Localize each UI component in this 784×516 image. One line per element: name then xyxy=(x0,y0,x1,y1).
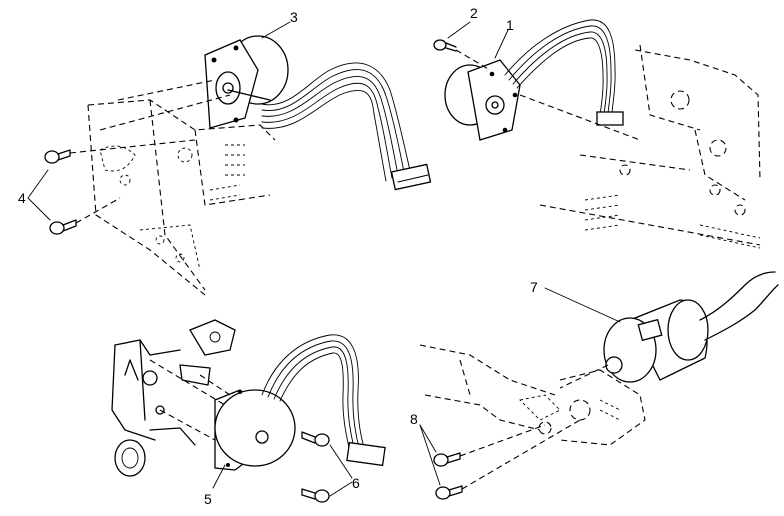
screw-4a xyxy=(44,149,71,164)
callout-4: 4 xyxy=(18,190,26,206)
upper-right-assembly: 2 1 xyxy=(433,5,761,249)
stepper-motor-5 xyxy=(214,389,296,471)
dc-motor-7 xyxy=(603,299,709,383)
upper-left-assembly: 4 3 xyxy=(18,9,432,296)
lead-wires-7 xyxy=(699,271,779,341)
callout-5: 5 xyxy=(204,491,212,507)
cable-harness-3 xyxy=(261,62,432,191)
cable-harness-1 xyxy=(504,19,624,126)
lower-right-frame xyxy=(419,344,646,446)
stepper-motor-3 xyxy=(204,35,289,129)
lower-right-assembly: 8 7 xyxy=(410,271,779,500)
screw-8a xyxy=(433,452,461,467)
screw-2 xyxy=(433,39,457,52)
callout-2: 2 xyxy=(470,5,478,21)
screw-6a xyxy=(301,431,330,447)
callout-7: 7 xyxy=(530,279,538,295)
callout-6: 6 xyxy=(352,475,360,491)
callout-8: 8 xyxy=(410,411,418,427)
screw-6b xyxy=(301,488,330,503)
left-bracket-frame xyxy=(87,99,276,296)
lower-left-bracket xyxy=(111,319,236,477)
cable-harness-5 xyxy=(261,334,386,467)
screw-8b xyxy=(435,485,463,500)
stepper-motor-1 xyxy=(444,59,521,141)
callout-3: 3 xyxy=(290,9,298,25)
screw-4b xyxy=(49,219,77,235)
callout-1: 1 xyxy=(506,17,514,33)
right-carriage-frame xyxy=(539,44,761,249)
lower-left-assembly: 6 5 xyxy=(111,319,386,507)
